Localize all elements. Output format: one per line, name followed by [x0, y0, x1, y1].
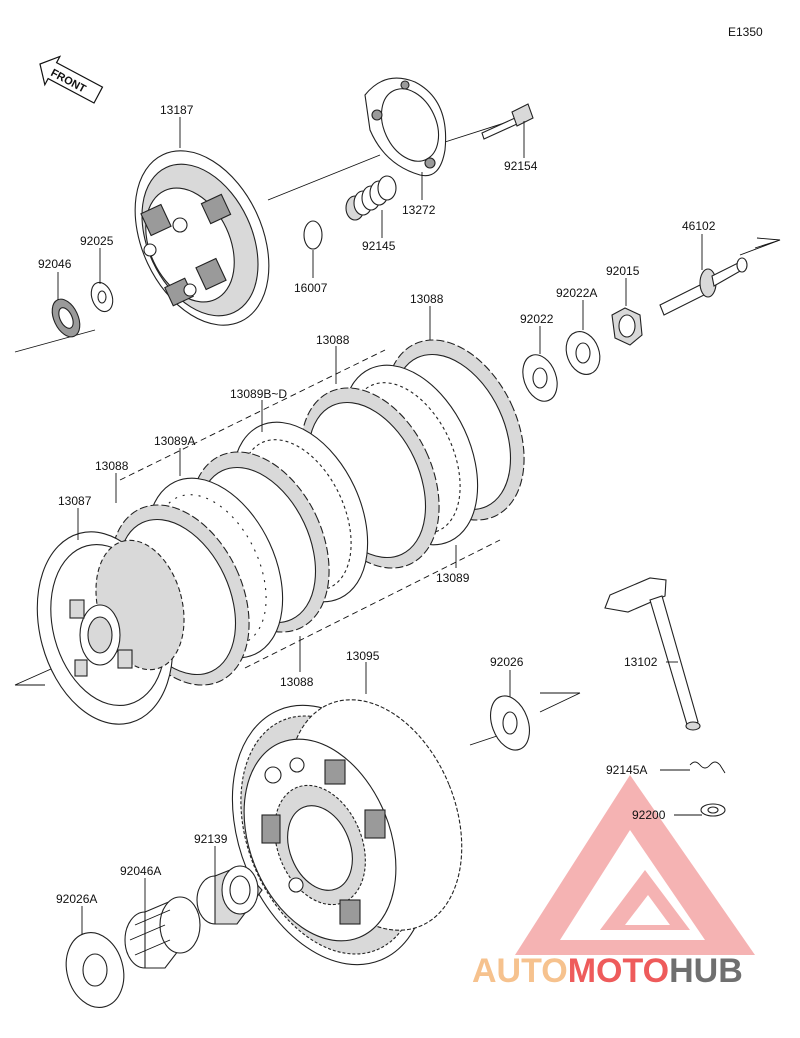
- label-13088-left: 13088: [95, 459, 129, 473]
- clutch-hub-13187: [134, 150, 270, 326]
- ring-16007: [303, 220, 323, 250]
- label-92145A: 92145A: [606, 763, 647, 777]
- label-92200: 92200: [632, 808, 666, 822]
- needle-bearing-92046A: [124, 896, 201, 969]
- washer-92022A: [565, 331, 601, 375]
- label-92022: 92022: [520, 312, 554, 326]
- bearing-92046: [51, 298, 81, 338]
- diagram-code: E1350: [728, 25, 763, 39]
- release-shaft-13102: [604, 577, 701, 731]
- washer-92026: [490, 695, 530, 751]
- spring-92145A: [689, 761, 726, 774]
- washer-92022: [522, 354, 558, 402]
- axis-lines: [14, 117, 781, 746]
- label-13088-bottom: 13088: [280, 675, 314, 689]
- watermark-hub: HUB: [669, 952, 743, 990]
- label-92026A: 92026A: [56, 892, 97, 906]
- label-13102: 13102: [624, 655, 658, 669]
- label-92046A: 92046A: [120, 864, 161, 878]
- watermark-logo: [515, 775, 755, 955]
- label-92139: 92139: [194, 832, 228, 846]
- sleeve-92139: [196, 865, 263, 925]
- watermark-text: AUTOMOTOHUB: [472, 952, 743, 990]
- label-16007: 16007: [294, 281, 328, 295]
- svg-text:AUTOMOTOHUB: AUTOMOTOHUB: [472, 952, 743, 990]
- label-92026: 92026: [490, 655, 524, 669]
- front-arrow-icon: FRONT: [39, 55, 104, 104]
- label-13272: 13272: [402, 203, 436, 217]
- label-13095: 13095: [346, 649, 380, 663]
- washer-92200: [700, 803, 726, 817]
- label-13187: 13187: [160, 103, 194, 117]
- label-92015: 92015: [606, 264, 640, 278]
- pushrod-46102: [659, 257, 748, 316]
- clutch-hub-13087: [36, 531, 185, 725]
- bolt-92154: [481, 103, 534, 140]
- washer-92025: [90, 281, 114, 313]
- label-13087: 13087: [58, 494, 92, 508]
- label-13089A: 13089A: [154, 434, 195, 448]
- spring-92145: [345, 175, 397, 221]
- label-13088-mid: 13088: [316, 333, 350, 347]
- label-13089: 13089: [436, 571, 470, 585]
- clutch-housing-13095: [231, 699, 463, 966]
- label-92145: 92145: [362, 239, 396, 253]
- leader-lines: [57, 117, 703, 935]
- nut-92015: [611, 307, 643, 346]
- washer-92026A: [65, 932, 125, 1008]
- watermark-moto: MOTO: [568, 952, 669, 990]
- label-46102: 46102: [682, 219, 716, 233]
- label-13088-top: 13088: [410, 292, 444, 306]
- label-92046: 92046: [38, 257, 72, 271]
- watermark-auto: AUTO: [472, 952, 568, 990]
- part-labels: 13187 13272 92154 92145 16007 92025 9204…: [38, 103, 716, 906]
- plate-stack-guides: [119, 349, 501, 669]
- label-92154: 92154: [504, 159, 538, 173]
- pressure-plate-13272: [364, 77, 447, 177]
- label-92025: 92025: [80, 234, 114, 248]
- label-13089BD: 13089B~D: [230, 387, 287, 401]
- label-92022A: 92022A: [556, 286, 597, 300]
